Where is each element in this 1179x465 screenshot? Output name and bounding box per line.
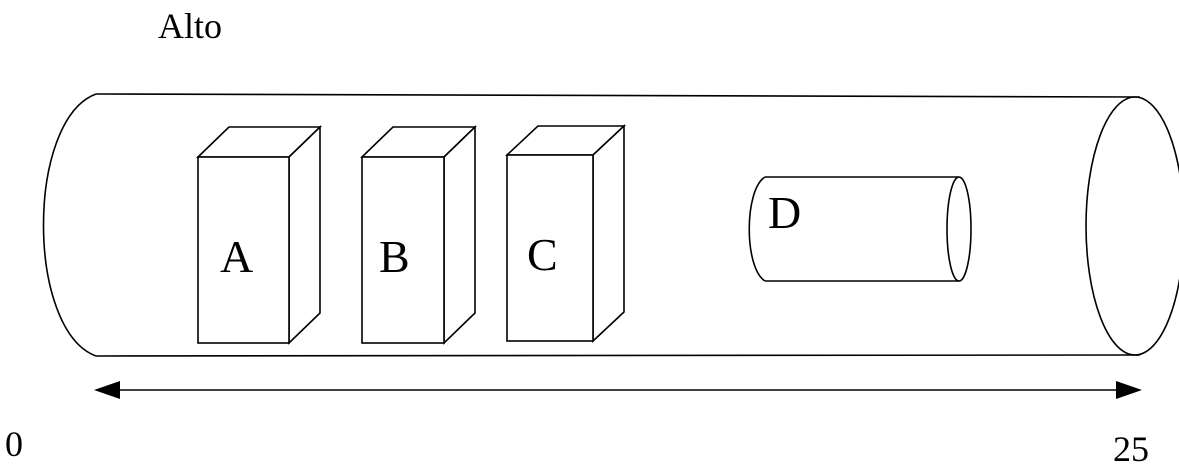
box-c-label: C — [527, 229, 558, 280]
outer-tube-bottom-edge — [95, 354, 1141, 357]
outer-tube-right-end — [1085, 96, 1179, 356]
box-a: A — [196, 125, 322, 345]
top-label: Alto — [158, 6, 222, 46]
box-b: B — [360, 125, 477, 345]
cylinder-d: D — [748, 176, 972, 282]
cylinder-d-right-end — [946, 176, 972, 282]
box-c: C — [504, 124, 627, 343]
arrowhead-right — [1116, 381, 1142, 399]
arrowhead-left — [94, 381, 120, 399]
scale-start-label: 0 — [5, 424, 23, 464]
box-a-label: A — [220, 231, 253, 282]
box-b-label: B — [379, 231, 410, 282]
cylinder-d-left-end — [748, 176, 766, 282]
cylinder-d-label: D — [768, 187, 801, 238]
outer-tube — [42, 93, 1179, 357]
outer-tube-left-end — [42, 93, 97, 357]
scale-end-label: 25 — [1113, 429, 1149, 465]
scale-arrow — [94, 381, 1142, 399]
outer-tube-top-edge — [95, 93, 1141, 98]
